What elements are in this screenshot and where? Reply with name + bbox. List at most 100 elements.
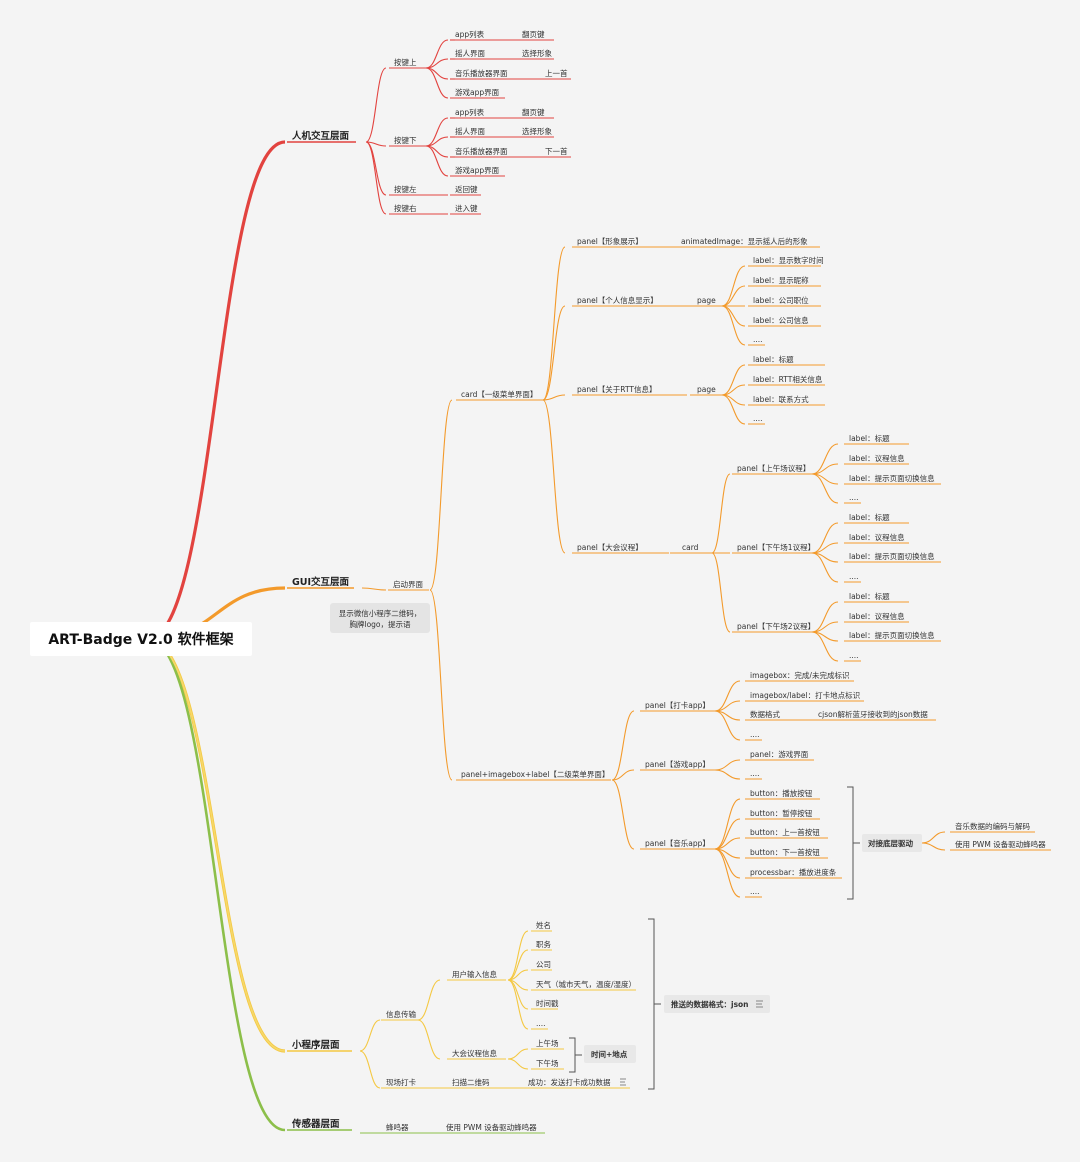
node-scan_qr[interactable]: 扫描二维码 <box>452 1077 490 1087</box>
node-key_right[interactable]: 按键右 <box>394 203 417 213</box>
node-key_up[interactable]: 按键上 <box>394 57 417 67</box>
node-lbl_switch[interactable]: label：提示页面切换信息 <box>849 551 935 561</box>
node-key_down[interactable]: 按键下 <box>394 135 417 145</box>
node-app_list[interactable]: app列表 <box>455 29 485 39</box>
node-lbl_title[interactable]: label：标题 <box>849 591 890 601</box>
edge-70 <box>721 394 746 425</box>
root-node[interactable]: ART-Badge V2.0 软件框架 <box>30 622 252 656</box>
node-game_ui[interactable]: 游戏app界面 <box>455 165 500 175</box>
node-onsite[interactable]: 现场打卡 <box>386 1077 416 1087</box>
node-lbl_time[interactable]: label：显示数字时间 <box>753 255 824 265</box>
node-app_list[interactable]: app列表 <box>455 107 485 117</box>
node-dots[interactable]: .... <box>849 651 859 660</box>
node-page_turn[interactable]: 翻页键 <box>522 29 545 39</box>
node-name[interactable]: 姓名 <box>536 920 551 930</box>
node-panel_pm1[interactable]: panel【下午场1议程】 <box>737 542 815 552</box>
node-pm[interactable]: 下午场 <box>536 1058 559 1068</box>
node-btn_prev[interactable]: button：上一首按钮 <box>750 827 820 837</box>
node-lbl_pos[interactable]: label：公司职位 <box>753 295 809 305</box>
node-panel_music[interactable]: panel【音乐app】 <box>645 838 710 848</box>
node-sensor[interactable]: 传感器层面 <box>291 1118 340 1130</box>
node-music_ui[interactable]: 音乐播放器界面 <box>455 146 508 156</box>
node-time_place[interactable]: 时间+地点 <box>591 1049 628 1059</box>
node-dots[interactable]: .... <box>849 493 859 502</box>
node-lbl_switch[interactable]: label：提示页面切换信息 <box>849 473 935 483</box>
node-gui[interactable]: GUI交互层面 <box>292 576 350 588</box>
node-weather[interactable]: 天气（城市天气，温度/湿度） <box>536 979 636 989</box>
node-lbl_agenda[interactable]: label：议程信息 <box>849 611 905 621</box>
node-info_trans[interactable]: 信息传输 <box>386 1009 416 1019</box>
node-page[interactable]: page <box>697 385 716 394</box>
node-company[interactable]: 公司 <box>536 960 551 969</box>
node-pwm_buzz[interactable]: 使用 PWM 设备驱动蜂鸣器 <box>446 1122 537 1132</box>
node-panel_am[interactable]: panel【上午场议程】 <box>737 463 810 473</box>
node-key_left[interactable]: 按键左 <box>394 184 417 194</box>
node-prev_song[interactable]: 上一首 <box>545 68 568 78</box>
node-panel_pm2[interactable]: panel【下午场2议程】 <box>737 621 815 631</box>
node-buzzer[interactable]: 蜂鸣器 <box>386 1122 409 1132</box>
node-img_place[interactable]: imagebox/label：打卡地点标识 <box>750 690 861 700</box>
node-lbl_agenda[interactable]: label：议程信息 <box>849 532 905 542</box>
node-lbl_contact[interactable]: label：联系方式 <box>753 394 809 404</box>
node-panel_game[interactable]: panel【游戏app】 <box>645 759 710 769</box>
node-lbl_title[interactable]: label：标题 <box>753 354 794 364</box>
node-success[interactable]: 成功：发送打卡成功数据 <box>528 1077 611 1087</box>
node-btn_play[interactable]: button：播放按钮 <box>750 788 813 798</box>
node-choose_char[interactable]: 选择形象 <box>522 48 552 58</box>
node-panel_rtt[interactable]: panel【关于RTT信息】 <box>577 384 657 394</box>
node-music_ui[interactable]: 音乐播放器界面 <box>455 68 508 78</box>
node-lbl_switch[interactable]: label：提示页面切换信息 <box>849 630 935 640</box>
node-dots[interactable]: .... <box>753 414 763 423</box>
node-enter_key[interactable]: 进入键 <box>455 203 478 213</box>
node-driver[interactable]: 对接底层驱动 <box>868 838 913 848</box>
node-anim_image[interactable]: animatedImage：显示摇人后的形象 <box>681 236 808 246</box>
node-json_fmt[interactable]: 推送的数据格式：json <box>671 999 749 1009</box>
node-pwm_buzz[interactable]: 使用 PWM 设备驱动蜂鸣器 <box>955 839 1046 849</box>
node-panel_conf[interactable]: panel【大会议程】 <box>577 542 643 552</box>
node-lbl_rtt[interactable]: label：RTT相关信息 <box>753 374 823 384</box>
node-panel_checkin[interactable]: panel【打卡app】 <box>645 700 710 710</box>
node-am[interactable]: 上午场 <box>536 1038 559 1048</box>
node-hci[interactable]: 人机交互层面 <box>292 130 350 142</box>
node-lbl_nick[interactable]: label：显示昵称 <box>753 275 809 285</box>
node-choose_char[interactable]: 选择形象 <box>522 126 552 136</box>
node-dots[interactable]: .... <box>536 1019 546 1028</box>
node-btn_next[interactable]: button：下一首按钮 <box>750 847 820 857</box>
node-dots[interactable]: .... <box>750 887 760 896</box>
node-cjson[interactable]: cjson解析蓝牙接收到的json数据 <box>818 709 928 719</box>
node-lbl_game[interactable]: panel：游戏界面 <box>750 749 809 759</box>
node-next_song[interactable]: 下一首 <box>545 146 568 156</box>
node-user_input[interactable]: 用户输入信息 <box>452 969 497 979</box>
node-dots[interactable]: .... <box>750 730 760 739</box>
node-back_key[interactable]: 返回键 <box>455 184 478 194</box>
node-dots[interactable]: .... <box>750 769 760 778</box>
node-progress[interactable]: processbar：播放进度条 <box>750 867 837 877</box>
node-card[interactable]: card <box>682 543 699 552</box>
node-card_main[interactable]: card【一级菜单界面】 <box>461 389 537 399</box>
node-dots[interactable]: .... <box>753 335 763 344</box>
node-lbl_company[interactable]: label：公司信息 <box>753 315 809 325</box>
node-panel_char[interactable]: panel【形象展示】 <box>577 236 643 246</box>
edge-12 <box>365 141 387 215</box>
node-shake[interactable]: 摇人界面 <box>455 126 485 136</box>
node-timestamp[interactable]: 时间戳 <box>536 998 559 1008</box>
node-btn_pause[interactable]: button：暂停按钮 <box>750 808 813 818</box>
node-mini[interactable]: 小程序层面 <box>291 1039 340 1051</box>
node-lbl_title[interactable]: label：标题 <box>849 433 890 443</box>
node-data_fmt[interactable]: 数据格式 <box>750 709 780 719</box>
node-dots[interactable]: .... <box>849 572 859 581</box>
node-lbl_title[interactable]: label：标题 <box>849 512 890 522</box>
node-job[interactable]: 职务 <box>536 939 551 949</box>
node-lbl_agenda[interactable]: label：议程信息 <box>849 453 905 463</box>
node-conf_info[interactable]: 大会议程信息 <box>452 1048 497 1058</box>
json-box <box>664 995 770 1013</box>
node-codec[interactable]: 音乐数据的编码与解码 <box>955 821 1030 831</box>
node-startup[interactable]: 启动界面 <box>393 579 423 589</box>
node-page_turn[interactable]: 翻页键 <box>522 107 545 117</box>
node-shake[interactable]: 摇人界面 <box>455 48 485 58</box>
node-panel_info[interactable]: panel【个人信息显示】 <box>577 295 658 305</box>
node-game_ui[interactable]: 游戏app界面 <box>455 87 500 97</box>
node-panel_second[interactable]: panel+imagebox+label【二级菜单界面】 <box>461 769 609 779</box>
node-img_done[interactable]: imagebox：完成/未完成标识 <box>750 670 850 680</box>
node-page[interactable]: page <box>697 296 716 305</box>
